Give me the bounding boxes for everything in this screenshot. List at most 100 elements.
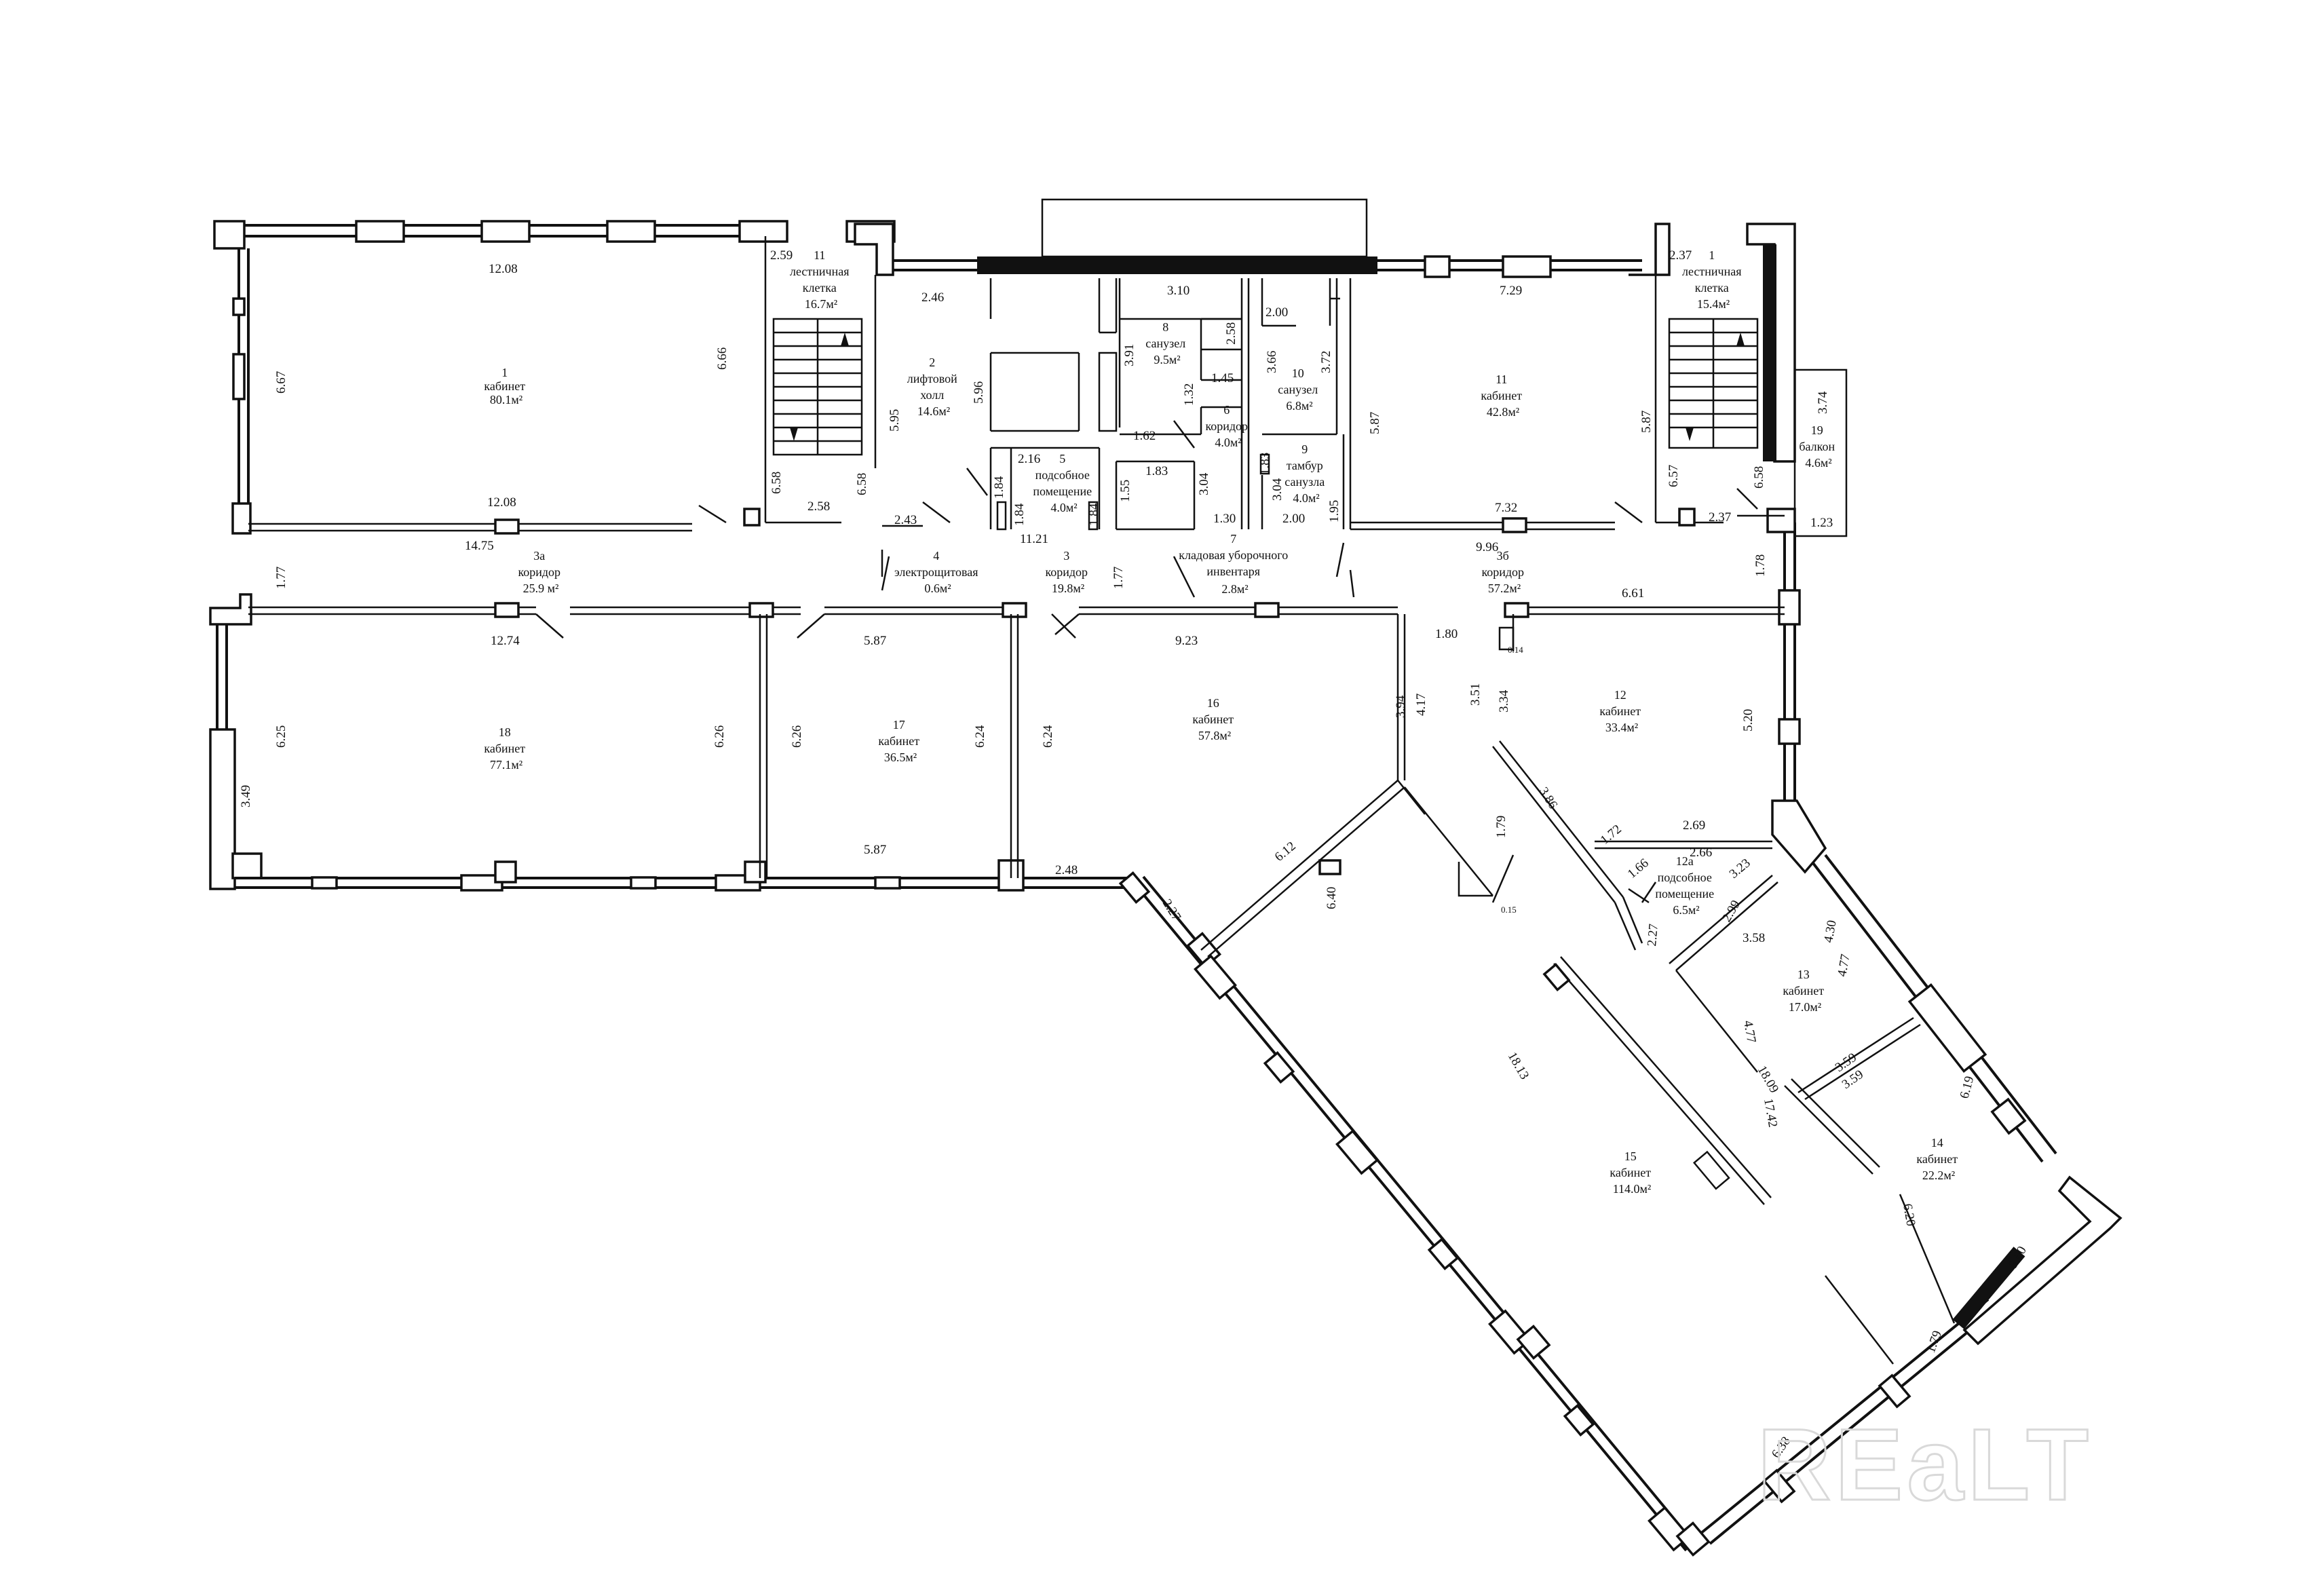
corner-column (854, 223, 894, 276)
room-16: 16 кабинет 57.8м² (1192, 696, 1236, 742)
dim: 2.59 (770, 248, 793, 263)
room-1-kabinet: 1 кабинет 80.1м² (484, 366, 528, 406)
dim: 14.75 (465, 539, 494, 553)
room-1-stair: 1 лестничная клетка 15.4м² (1682, 248, 1745, 311)
room-19-balcony: 19 балкон 4.6м² (1799, 423, 1838, 470)
room-7-storage: 7 кладовая уборочного инвентаря 2.8м² (1179, 532, 1291, 596)
dim: 12.08 (487, 495, 516, 510)
dim: 18.09 (1755, 1063, 1782, 1096)
dim: 2.69 (1683, 818, 1705, 833)
dim: 1.77 (1111, 567, 1126, 589)
dim: 2.66 (1690, 846, 1712, 860)
dim: 6.58 (855, 473, 869, 495)
room-13: 13 кабинет 17.0м² (1783, 968, 1827, 1014)
dim: 3.72 (1319, 351, 1333, 373)
dim: 2.43 (894, 513, 917, 527)
staircase-11 (772, 318, 863, 456)
dim: 6.19 (1958, 1075, 1977, 1101)
dim: 4.30 (1821, 919, 1839, 943)
dim: 9.96 (1476, 540, 1498, 554)
room-3b-corridor: 3б коридор 57.2м² (1481, 549, 1527, 595)
dim: 2.99 (1719, 898, 1743, 924)
dim: 5.95 (888, 409, 902, 432)
dim: 2.27 (1645, 923, 1661, 947)
dim: 2.58 (807, 499, 830, 514)
realt-watermark-logo: REaLT (1757, 1407, 2093, 1521)
dim: 3.04 (1270, 478, 1284, 501)
dim: 17.42 (1761, 1097, 1780, 1128)
dim: 3.34 (1497, 689, 1511, 712)
room-12: 12 кабинет 33.4м² (1599, 688, 1643, 734)
dim: 6.26 (790, 725, 804, 748)
dim: 6.24 (1041, 725, 1055, 748)
dim: 2.48 (1055, 863, 1078, 877)
dim: 6.24 (973, 725, 987, 748)
dim: 6.58 (1752, 466, 1766, 489)
dim: 3.23 (1727, 856, 1753, 881)
dim: 5.20 (1741, 709, 1755, 732)
dim: 2.37 (1669, 248, 1692, 263)
room-labels: 1 кабинет 80.1м² 11 лестничная клетка 16… (484, 248, 1960, 1196)
dim: 0.14 (1508, 645, 1523, 655)
room-3a-corridor: 3а коридор 25.9 м² (518, 549, 563, 595)
dim: 6.57 (1667, 465, 1681, 487)
dim: 1.83 (1258, 453, 1272, 475)
dim: 6.40 (1325, 887, 1339, 909)
room-9-tambur: 9 тамбур санузла 4.0м² (1284, 442, 1327, 505)
dim: 6.58 (769, 472, 784, 494)
dim: 6.20 (1900, 1202, 1918, 1227)
room-17: 17 кабинет 36.5м² (878, 718, 922, 764)
room-10-wc: 10 санузел 6.8м² (1278, 366, 1320, 413)
dim: 1.72 (1598, 822, 1624, 847)
dim: 1.95 (1327, 500, 1341, 522)
dim: 5.96 (972, 381, 986, 404)
dim: 3.10 (1167, 284, 1189, 298)
dim: 1.62 (1133, 429, 1156, 443)
dim: 4.77 (1835, 953, 1852, 977)
room-11-kabinet: 11 кабинет 42.8м² (1481, 373, 1525, 419)
dim: 3.66 (1265, 351, 1279, 373)
dim: 1.78 (1753, 554, 1768, 577)
dim: 1.84 (1012, 503, 1027, 526)
dim: 2.37 (1709, 510, 1731, 525)
room-4-electric: 4 электрощитовая 0.6м² (894, 549, 981, 595)
dim: 1.80 (1435, 627, 1458, 641)
pier (480, 220, 531, 243)
dim: 6.26 (712, 725, 727, 748)
room-6-corridor: 6 коридор 4.0м² (1205, 403, 1251, 449)
pier (355, 220, 405, 243)
dim: 3.04 (1197, 472, 1211, 495)
dim: 3.58 (1743, 931, 1765, 945)
dim: 4.17 (1414, 694, 1428, 716)
dim: 0.15 (1501, 905, 1517, 915)
dim: 5.87 (864, 843, 886, 857)
dim: 1.30 (1213, 512, 1236, 526)
room-14: 14 кабинет 22.2м² (1916, 1136, 1960, 1182)
dim: 7.32 (1495, 501, 1517, 515)
room-15: 15 кабинет 114.0м² (1610, 1150, 1654, 1196)
dim: 1.32 (1182, 383, 1196, 406)
dim: 2.00 (1265, 305, 1288, 320)
dim: 3.74 (1816, 391, 1830, 414)
dim: 3.49 (239, 785, 253, 808)
staircase-1 (1668, 318, 1759, 449)
dim: 11.21 (1020, 532, 1048, 546)
dim: 6.25 (274, 725, 288, 748)
dim: 1.23 (1810, 516, 1833, 530)
dim: 5.87 (864, 634, 886, 648)
dim: 4.77 (1740, 1019, 1758, 1044)
dimension-labels: 12.08 6.67 6.66 12.08 2.59 6.58 6.58 2.5… (239, 248, 2030, 1461)
dim: 1.55 (1118, 480, 1133, 502)
dim: 1.84 (992, 476, 1006, 499)
dim: 2.16 (1018, 452, 1040, 466)
dim: 6.61 (1622, 586, 1644, 601)
room-12a: 12а подсобное помещение 6.5м² (1655, 854, 1717, 917)
walls (209, 198, 2123, 1557)
dim: 6.12 (1272, 839, 1299, 864)
dim: 1.77 (274, 567, 288, 589)
room-5-aux: 5 подсобное помещение 4.0м² (1033, 452, 1095, 514)
dim: 5.87 (1368, 412, 1382, 434)
dim: 12.74 (491, 634, 520, 648)
dim: 1.79 (1924, 1329, 1945, 1354)
